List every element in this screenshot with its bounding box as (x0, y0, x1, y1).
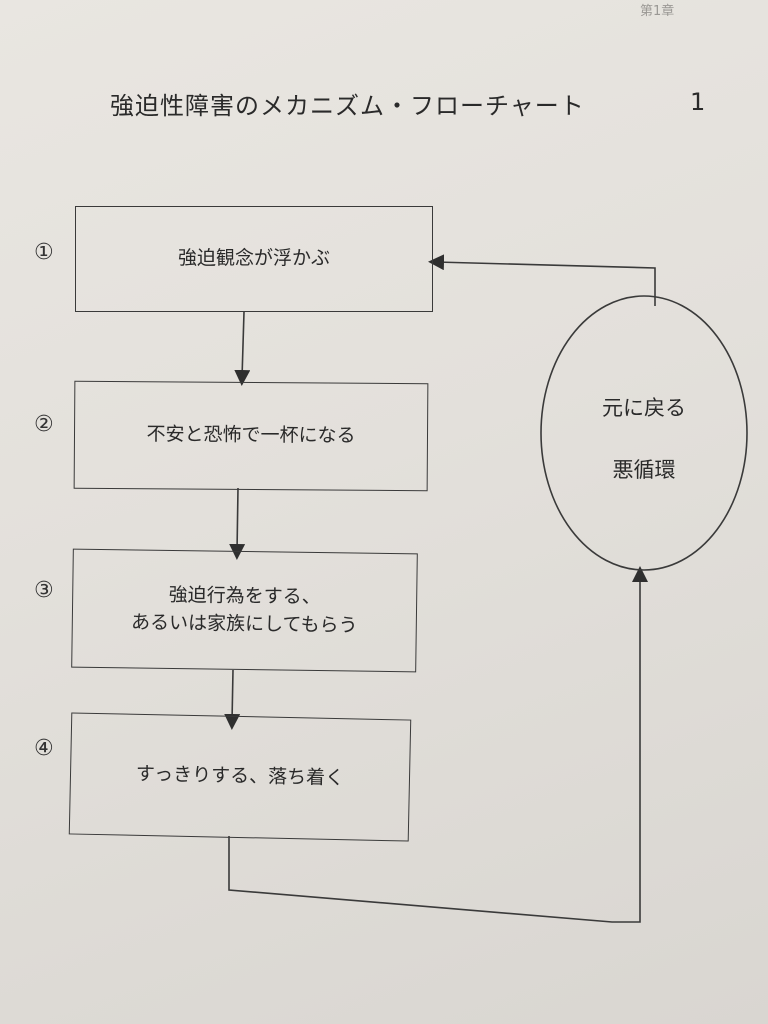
arrow-step2-to-step3 (229, 487, 246, 560)
step-4-box: すっきりする、落ち着く (68, 712, 412, 842)
diagram-title: 強迫性障害のメカニズム・フローチャート (110, 92, 585, 120)
step-3-text-line1: 強迫行為をする、 (168, 583, 321, 609)
step-1-text: 強迫観念が浮かぶ (177, 247, 330, 270)
step-2-marker: ② (34, 412, 54, 437)
step-4-text: すっきりする、落ち着く (135, 763, 345, 790)
arrow-step3-to-step4 (224, 669, 241, 730)
step-1-box: 強迫観念が浮かぶ (75, 206, 433, 312)
cycle-oval (540, 295, 748, 571)
step-3-marker: ③ (34, 578, 54, 603)
arrow-step4-to-cycle (228, 566, 648, 923)
cycle-text-return: 元に戻る (602, 396, 686, 420)
step-1-marker: ① (34, 240, 54, 265)
step-3-box: 強迫行為をする、 あるいは家族にしてもらう (71, 548, 418, 673)
arrow-step1-to-step2 (234, 311, 251, 386)
step-2-text: 不安と恐怖で一杯になる (146, 423, 356, 447)
diagram-number: 1 (690, 88, 706, 116)
arrow-cycle-to-step1 (428, 254, 656, 306)
cycle-text-vicious-circle: 悪循環 (612, 458, 676, 482)
step-4-marker: ④ (34, 736, 54, 761)
step-2-box: 不安と恐怖で一杯になる (73, 380, 429, 492)
running-head: 第1章 (640, 4, 675, 18)
step-3-text-line2: あるいは家族にしてもらう (130, 610, 358, 637)
